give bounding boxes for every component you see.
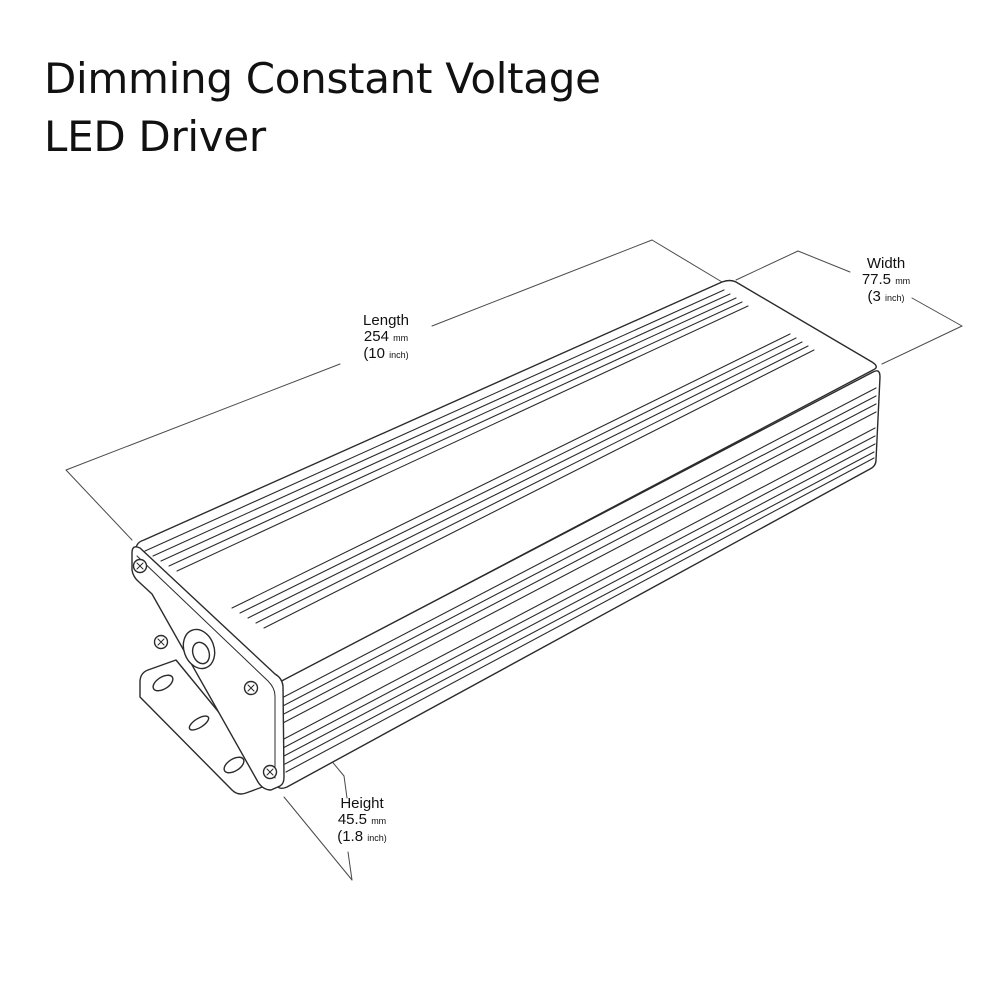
height-dimension-line-a bbox=[343, 775, 348, 799]
top-face-grooves bbox=[144, 289, 815, 629]
width-dimension-line-a bbox=[797, 250, 851, 273]
height-dimension-label: Height 45.5 mm (1.8 inch) bbox=[316, 796, 408, 846]
length-label: Length bbox=[363, 312, 409, 329]
height-extension-line-bottom bbox=[283, 796, 353, 881]
height-dimension-line-b bbox=[347, 851, 353, 881]
page-title: Dimming Constant Voltage LED Driver bbox=[44, 50, 601, 166]
cable-gland-icon bbox=[182, 628, 216, 670]
height-mm-value: 45.5 mm bbox=[316, 812, 408, 829]
front-plate-screws bbox=[132, 558, 278, 780]
mounting-flange bbox=[139, 659, 277, 795]
length-mm: 254 bbox=[363, 328, 389, 345]
length-dimension-line-b bbox=[431, 239, 653, 327]
height-label: Height bbox=[340, 795, 384, 812]
screw-icon-bottom-right bbox=[262, 764, 278, 780]
width-inch-value: (3 inch) bbox=[838, 289, 934, 306]
flange-slot-1 bbox=[152, 674, 174, 692]
width-mm-value: 77.5 mm bbox=[838, 272, 934, 289]
screw-icon-top-left bbox=[132, 558, 148, 574]
housing-side-face bbox=[271, 370, 881, 790]
width-mm: 77.5 bbox=[861, 271, 892, 288]
width-mm-unit: mm bbox=[895, 276, 911, 286]
length-inch-value: (10 inch) bbox=[340, 346, 432, 363]
length-dimension-line-a bbox=[65, 363, 341, 471]
screw-icon-middle-right bbox=[243, 680, 259, 696]
title-line-2: LED Driver bbox=[44, 112, 266, 161]
width-extension-line-left bbox=[735, 250, 799, 281]
length-mm-unit: mm bbox=[393, 333, 409, 343]
title-line-1: Dimming Constant Voltage bbox=[44, 54, 601, 103]
side-face-grooves bbox=[277, 387, 877, 773]
width-label: Width bbox=[866, 255, 906, 272]
height-mm: 45.5 bbox=[337, 811, 368, 828]
screw-icon-middle-left bbox=[153, 634, 169, 650]
flange-slot-3 bbox=[223, 756, 245, 774]
width-inch: (3 bbox=[867, 288, 881, 305]
length-inch: (10 bbox=[363, 345, 385, 362]
length-mm-value: 254 mm bbox=[340, 329, 432, 346]
height-inch-value: (1.8 inch) bbox=[316, 829, 408, 846]
height-inch-unit: inch) bbox=[367, 833, 387, 843]
width-dimension-line-b bbox=[911, 297, 963, 327]
width-extension-line-right bbox=[881, 325, 963, 365]
length-extension-line-left bbox=[65, 469, 133, 541]
width-dimension-label: Width 77.5 mm (3 inch) bbox=[838, 256, 934, 306]
dimension-lines bbox=[65, 239, 963, 881]
length-dimension-label: Length 254 mm (10 inch) bbox=[340, 313, 432, 363]
width-inch-unit: inch) bbox=[885, 293, 905, 303]
height-mm-unit: mm bbox=[371, 816, 387, 826]
length-inch-unit: inch) bbox=[389, 350, 409, 360]
flange-slot-2 bbox=[188, 715, 210, 731]
length-extension-line-right bbox=[651, 239, 723, 283]
height-inch: (1.8 bbox=[337, 828, 364, 845]
